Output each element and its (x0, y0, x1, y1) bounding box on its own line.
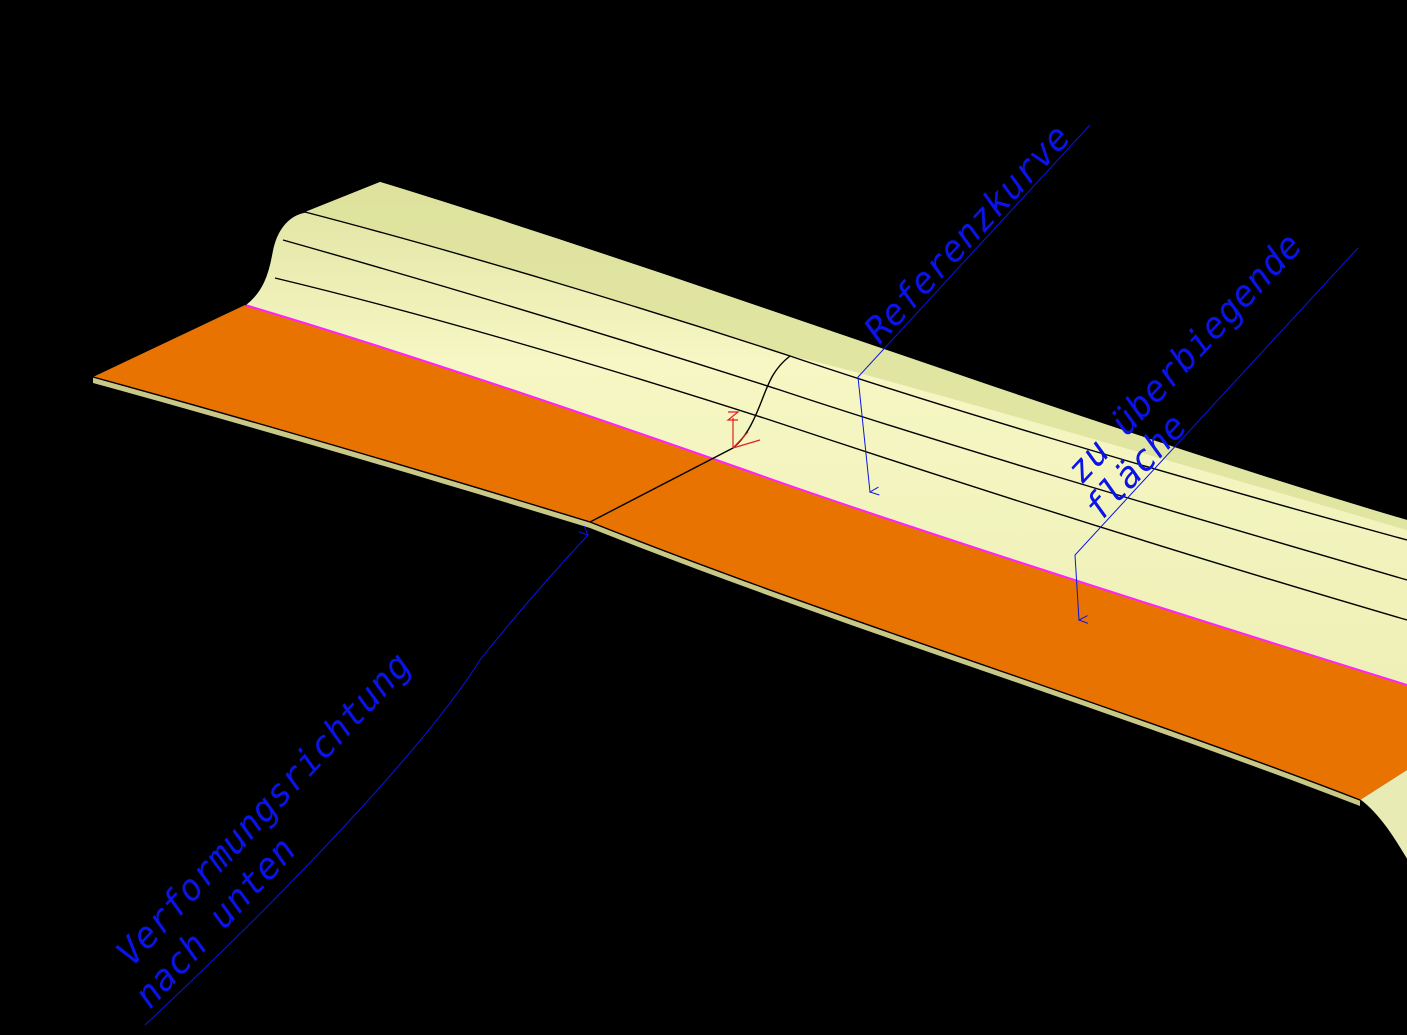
axis-triad (726, 411, 761, 449)
label-referenzkurve: Referenzkurve (857, 117, 1079, 351)
label-verformungsrichtung-line1: Verformungsrichtung (109, 645, 420, 974)
part-model (92, 182, 1407, 861)
lower-right-fragment (1360, 770, 1407, 860)
leader-line-verformungsrichtung (144, 535, 588, 1026)
leader-line-referenzkurve (857, 124, 1091, 492)
profile-edges (92, 211, 1407, 861)
leader-line-flaeche (1074, 247, 1359, 620)
profile-surface (245, 182, 1407, 690)
annotation-verformungsrichtung: Verformungsrichtung nach unten (109, 535, 588, 1026)
reference-curve[interactable] (244, 304, 1407, 686)
profile-top-band (305, 182, 1407, 530)
flange-surface[interactable] (93, 305, 1407, 800)
